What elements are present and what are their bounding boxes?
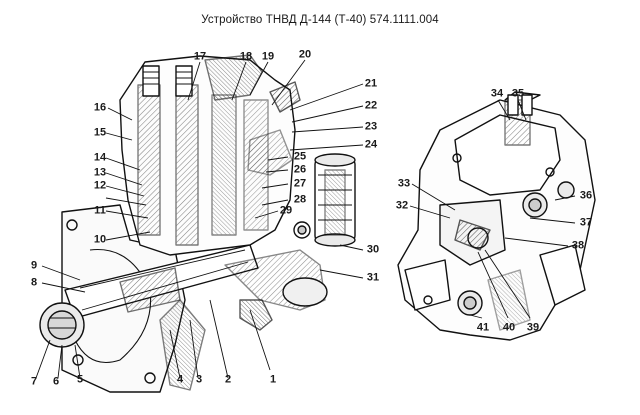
callout-15: 15 bbox=[93, 126, 107, 139]
governor-housing bbox=[397, 91, 596, 341]
callout-35: 35 bbox=[511, 87, 525, 100]
callout-2: 2 bbox=[224, 373, 232, 386]
callout-11: 11 bbox=[94, 204, 106, 217]
callout-6: 6 bbox=[52, 375, 60, 388]
callout-22: 22 bbox=[364, 99, 378, 112]
callout-32: 32 bbox=[395, 199, 409, 212]
callout-30: 30 bbox=[366, 243, 380, 256]
callout-34: 34 bbox=[490, 87, 504, 100]
callout-41: 41 bbox=[476, 321, 490, 334]
callout-13: 13 bbox=[93, 166, 107, 179]
leader-lines-left bbox=[35, 107, 271, 379]
callout-40: 40 bbox=[502, 321, 516, 334]
callout-37: 37 bbox=[579, 216, 593, 229]
callout-38: 38 bbox=[571, 239, 585, 252]
callout-7: 7 bbox=[30, 375, 38, 388]
callout-31: 31 bbox=[366, 271, 380, 284]
callout-5: 5 bbox=[76, 373, 84, 386]
callout-16: 16 bbox=[93, 101, 107, 114]
callout-33: 33 bbox=[397, 177, 411, 190]
callout-12: 12 bbox=[93, 179, 107, 192]
diagram-title: Устройство ТНВД Д-144 (Т-40) 574.1111.00… bbox=[201, 14, 439, 26]
callout-28: 28 bbox=[293, 193, 307, 206]
callout-3: 3 bbox=[195, 373, 203, 386]
callout-17: 17 bbox=[193, 50, 207, 63]
leader-lines-right bbox=[254, 83, 364, 279]
callout-18: 18 bbox=[239, 50, 253, 63]
callout-21: 21 bbox=[364, 77, 378, 90]
governor-leader-lines bbox=[409, 99, 576, 319]
callout-26: 26 bbox=[293, 163, 307, 176]
callout-8: 8 bbox=[30, 276, 38, 289]
callout-10: 10 bbox=[93, 233, 107, 246]
callout-36: 36 bbox=[579, 189, 593, 202]
callout-27: 27 bbox=[293, 177, 307, 190]
callout-1: 1 bbox=[269, 373, 277, 386]
callout-24: 24 bbox=[364, 138, 378, 151]
callout-29: 29 bbox=[279, 204, 293, 217]
callout-9: 9 bbox=[30, 259, 38, 272]
callout-4: 4 bbox=[176, 373, 184, 386]
callout-14: 14 bbox=[93, 151, 107, 164]
callout-23: 23 bbox=[364, 120, 378, 133]
main-pump-body bbox=[39, 54, 356, 393]
callout-20: 20 bbox=[298, 48, 312, 61]
callout-39: 39 bbox=[526, 321, 540, 334]
callout-19: 19 bbox=[261, 50, 275, 63]
callout-25: 25 bbox=[293, 150, 307, 163]
leader-lines-top bbox=[187, 59, 306, 106]
